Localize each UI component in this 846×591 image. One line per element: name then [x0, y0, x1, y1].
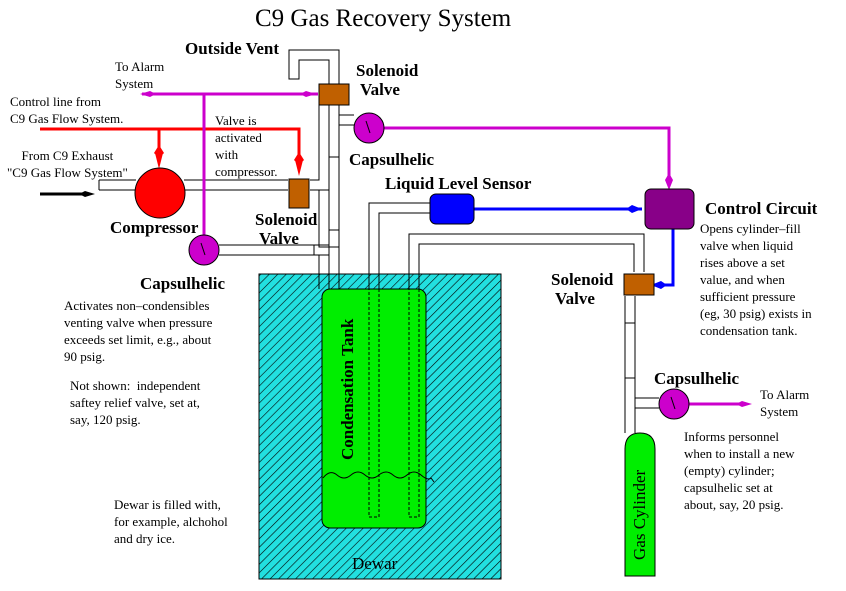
valve-activated-note: Valve is activated with compressor. [215, 113, 278, 179]
sensor-line-arrow [626, 205, 642, 213]
capsulhelic-left[interactable] [188, 234, 220, 266]
capsulhelic-top[interactable] [353, 112, 385, 144]
control-valve-arrow [651, 281, 667, 289]
pipes [98, 49, 659, 433]
solenoid-valve-mid-label: Solenoid Valve [255, 210, 318, 248]
not-shown-note: Not shown: independent saftey relief val… [70, 378, 201, 427]
to-alarm-system-right-label: To Alarm System [760, 387, 810, 419]
capsulhelic-top-label: Capsulhelic [349, 150, 435, 169]
alarm-line-right-arrow [736, 401, 752, 407]
dewar-label: Dewar [352, 554, 398, 573]
liquid-surface [322, 471, 435, 483]
alarm-line-arrowheads [140, 91, 316, 97]
liquid-level-sensor-label: Liquid Level Sensor [385, 174, 532, 193]
capsulhelic-right-note: Informs personnel when to install a new … [684, 429, 795, 512]
capsulhelic-left-label: Capsulhelic [140, 274, 226, 293]
condensation-tank-label: Condensation Tank [338, 318, 357, 460]
solenoid-valve-top[interactable] [318, 83, 350, 106]
capsulhelic-right-label: Capsulhelic [654, 369, 740, 388]
control-circuit[interactable] [644, 188, 695, 230]
gas-cylinder[interactable] [624, 432, 656, 577]
control-valve-line [653, 229, 675, 287]
capsulhelic-right[interactable] [658, 388, 690, 420]
capsulhelic-left-note: Activates non–condensibles venting valve… [64, 298, 213, 364]
solenoid-valve-right-label: Solenoid Valve [551, 270, 614, 308]
control-circuit-note: Opens cylinder–fill valve when liquid ri… [700, 221, 812, 338]
control-circuit-input-arrow [665, 173, 673, 190]
control-line-arrowheads [154, 145, 304, 176]
dewar-note: Dewar is filled with, for example, alcho… [114, 497, 228, 546]
from-exhaust-label: From C9 Exhaust "C9 Gas Flow System" [7, 148, 128, 180]
solenoid-valve-top-label: Solenoid Valve [356, 61, 419, 99]
liquid-level-sensor[interactable] [429, 193, 475, 225]
control-line-label: Control line from C9 Gas Flow System. [10, 94, 124, 126]
to-alarm-system-top-label: To Alarm System [115, 59, 165, 91]
solenoid-valve-mid[interactable] [288, 178, 310, 209]
diagram-title: C9 Gas Recovery System [255, 5, 512, 32]
sensor-dip-tube [368, 288, 380, 518]
alarm-line-top [142, 92, 318, 236]
control-circuit-label: Control Circuit [705, 199, 818, 218]
outside-vent-label: Outside Vent [185, 39, 279, 58]
fill-dip-tube [408, 288, 420, 518]
compressor-label: Compressor [110, 218, 199, 237]
exhaust-inlet-arrow [79, 191, 95, 197]
gas-cylinder-label: Gas Cylinder [630, 469, 649, 560]
solenoid-valve-right[interactable] [623, 273, 655, 296]
capsulhelic-signal-line [383, 126, 671, 185]
compressor[interactable] [134, 167, 186, 219]
